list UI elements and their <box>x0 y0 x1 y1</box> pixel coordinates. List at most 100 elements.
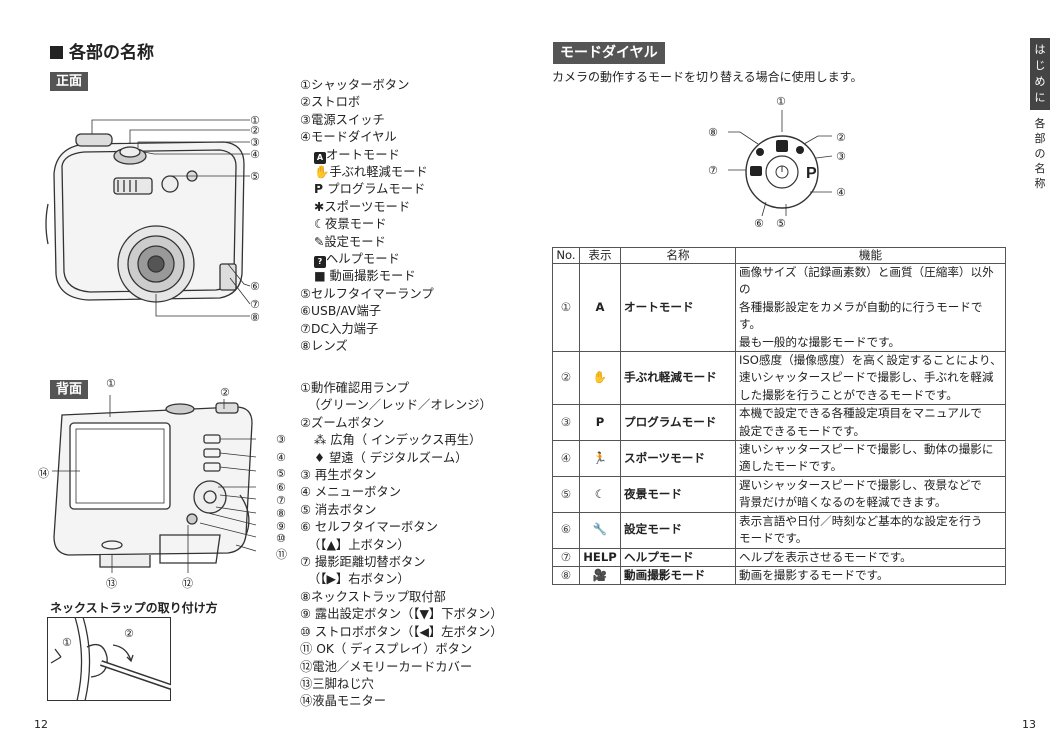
strap-callout-1: ① <box>62 636 72 649</box>
function-line: ISO感度（撮像感度）を高く設定することにより、 <box>739 353 1002 368</box>
anti-shake-icon: ✋ <box>314 165 330 180</box>
list-item: ①シャッターボタン <box>300 78 410 92</box>
row-number: ⑤ <box>552 475 580 513</box>
list-item: ✎設定モード <box>314 234 386 249</box>
front-callout-5: ⑤ <box>250 170 260 183</box>
wrench-icon: ✎ <box>314 234 325 249</box>
list-item: （【▲】上ボタン） <box>308 537 410 552</box>
mode-icon: P <box>579 404 621 442</box>
row-number: ① <box>552 262 580 353</box>
back-callout-14: ⑭ <box>38 467 49 480</box>
function-line: 各種撮影設定をカメラが自動的に行うモードです。 <box>739 299 983 332</box>
back-callout-9: ⑨ <box>276 520 286 533</box>
front-callout-3: ③ <box>250 136 260 149</box>
strap-callout-2: ② <box>124 627 134 640</box>
table-header-row: No. 表示 名称 機能 <box>552 247 1006 264</box>
strap-illustration <box>47 617 171 701</box>
row-number: ③ <box>552 404 580 442</box>
list-item: ③ 再生ボタン <box>300 468 377 483</box>
list-item: ⁂ 広角（ インデックス再生） <box>314 433 482 448</box>
list-item: ⑤ 消去ボタン <box>300 502 377 517</box>
list-item: P プログラムモード <box>314 182 426 197</box>
mode-function: 遅いシャッタースピードで撮影し、夜景などで背景だけが暗くなるのを軽減できます。 <box>735 475 1006 513</box>
mode-icon: ☾ <box>579 475 621 513</box>
table-row: ⑧🎥動画撮影モード動画を撮影するモードです。 <box>552 565 1006 586</box>
dial-callout-3: ③ <box>836 150 846 163</box>
dial-callout-5: ⑤ <box>776 217 786 230</box>
side-char: は <box>1034 43 1046 56</box>
function-line: した撮影を行うことができるモードです。 <box>739 387 958 402</box>
row-number: ⑥ <box>552 511 580 549</box>
front-callout-7: ⑦ <box>250 298 260 311</box>
list-item: ⑥USB/AV端子 <box>300 304 382 319</box>
back-callout-7: ⑦ <box>276 494 286 507</box>
back-callout-4: ④ <box>276 451 286 464</box>
side-char: 部 <box>1034 132 1046 145</box>
mode-function: 動画を撮影するモードです。 <box>735 565 1006 586</box>
back-callout-1: ① <box>106 377 116 390</box>
help-mode-icon: ? <box>314 256 326 269</box>
dial-callout-2: ② <box>836 131 846 144</box>
mode-function: 速いシャッタースピードで撮影し、動体の撮影に適したモードです。 <box>735 440 1006 477</box>
list-item: ④ メニューボタン <box>300 485 402 500</box>
function-line: ヘルプを表示させるモードです。 <box>739 549 912 564</box>
front-callout-4: ④ <box>250 148 260 161</box>
mode-name: 動画撮影モード <box>620 565 736 586</box>
back-callout-8: ⑧ <box>276 507 286 520</box>
side-char: 各 <box>1034 117 1046 130</box>
back-callout-5: ⑤ <box>276 467 286 480</box>
list-item: ⑤セルフタイマーランプ <box>300 286 434 301</box>
list-item: ⑦DC入力端子 <box>300 321 379 336</box>
program-mode-icon: P <box>314 182 328 197</box>
list-item: ♦ 望遠（ デジタルズーム） <box>314 450 468 465</box>
side-char: に <box>1034 91 1046 104</box>
camera-back-illustration <box>52 395 257 573</box>
list-item: ⑩ ストロボボタン（【◀】左ボタン） <box>300 624 503 639</box>
mode-icon: A <box>579 262 621 353</box>
front-tag: 正面 <box>50 70 89 91</box>
list-item: （【▶】右ボタン） <box>308 572 410 587</box>
list-item: ②ストロボ <box>300 95 361 110</box>
row-number: ④ <box>552 440 580 477</box>
mode-name: ヘルプモード <box>620 547 736 567</box>
row-number: ⑦ <box>552 547 580 567</box>
dial-callout-1: ① <box>776 95 786 108</box>
function-line: 設定できるモードです。 <box>739 423 866 438</box>
dial-callout-4: ④ <box>836 186 846 199</box>
list-item: ①動作確認用ランプ <box>300 381 410 395</box>
mode-function: ISO感度（撮像感度）を高く設定することにより、速いシャッタースピードで撮影し、… <box>735 351 1006 406</box>
function-line: 遅いシャッタースピードで撮影し、夜景などで <box>739 477 982 492</box>
sports-mode-icon: ✱ <box>314 199 325 214</box>
back-callout-2: ② <box>220 386 230 399</box>
list-item: ②ズームボタン <box>300 415 385 430</box>
camera-front-illustration <box>45 119 251 317</box>
back-callout-13: ⑬ <box>106 577 117 590</box>
tele-icon: ♦ <box>314 450 329 465</box>
list-item: ③電源スイッチ <box>300 112 385 127</box>
mode-name: 手ぶれ軽減モード <box>620 351 736 406</box>
mode-name: スポーツモード <box>620 440 736 477</box>
back-callout-11: ⑪ <box>276 548 287 561</box>
table-row: ⑥🔧設定モード表示言語や日付／時刻など基本的な設定を行うモードです。 <box>552 511 1006 549</box>
mode-function: 本機で設定できる各種設定項目をマニュアルで設定できるモードです。 <box>735 404 1006 442</box>
list-item: ⑫電池／メモリーカードカバー <box>300 659 473 674</box>
list-item: ⑥ セルフタイマーボタン <box>300 520 438 535</box>
row-number: ⑧ <box>552 565 580 586</box>
mode-dial-description: カメラの動作するモードを切り替える場合に使用します。 <box>552 70 863 84</box>
wide-icon: ⁂ <box>314 433 331 448</box>
side-index: はじめに 各部の名称 <box>1030 38 1050 191</box>
function-line: 最も一般的な撮影モードです。 <box>739 334 901 349</box>
side-char: 称 <box>1034 177 1046 190</box>
dial-callout-8: ⑧ <box>708 126 718 139</box>
table-row: ⑤☾夜景モード遅いシャッタースピードで撮影し、夜景などで背景だけが暗くなるのを軽… <box>552 475 1006 513</box>
back-callout-6: ⑥ <box>276 481 286 494</box>
side-char: め <box>1034 75 1046 88</box>
strap-title: ネックストラップの取り付け方 <box>50 601 218 615</box>
side-char: の <box>1034 147 1046 160</box>
